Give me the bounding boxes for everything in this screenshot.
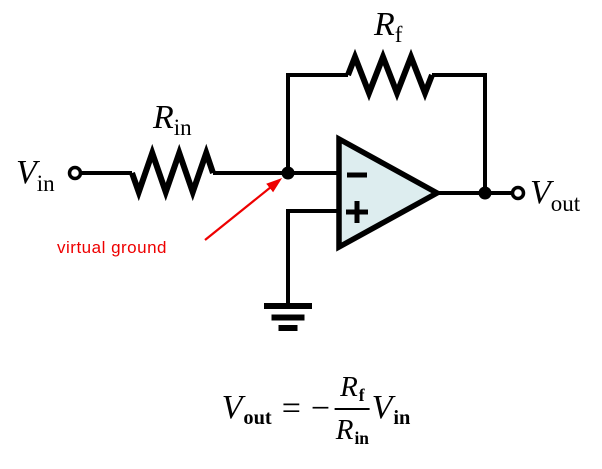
opamp-triangle (336, 134, 443, 252)
formula-numerator: Rf (335, 369, 370, 411)
virtual-ground-arrow (204, 177, 283, 241)
feedback-wire-left (286, 73, 348, 171)
vout-label: Vout (530, 174, 581, 216)
virtual-ground-node (281, 166, 295, 180)
output-node (478, 186, 492, 200)
virtual-ground-text: virtual ground (57, 238, 167, 257)
vin-terminal-icon (67, 165, 83, 181)
formula-rhs: Vin (371, 388, 411, 430)
transfer-function-formula: Vout = − Rf Rin Vin (222, 369, 411, 449)
vin-label: Vin (16, 154, 55, 196)
noninverting-input-plus-icon (346, 201, 368, 223)
noninverting-ground-wire (286, 209, 339, 306)
vout-terminal-icon (510, 185, 526, 201)
feedback-wire-right (432, 73, 487, 191)
rf-label: Rf (373, 6, 403, 47)
formula-minus-sign: − (310, 389, 331, 427)
formula-fraction: Rf Rin (335, 369, 370, 449)
formula-denominator: Rin (335, 414, 369, 449)
formula-lhs: Vout (221, 388, 272, 430)
rin-resistor-icon (129, 143, 216, 202)
rin-label: Rin (152, 99, 192, 140)
ground-icon (264, 303, 312, 331)
formula-equals-sign: = (281, 389, 301, 427)
rf-resistor-icon (345, 48, 435, 102)
